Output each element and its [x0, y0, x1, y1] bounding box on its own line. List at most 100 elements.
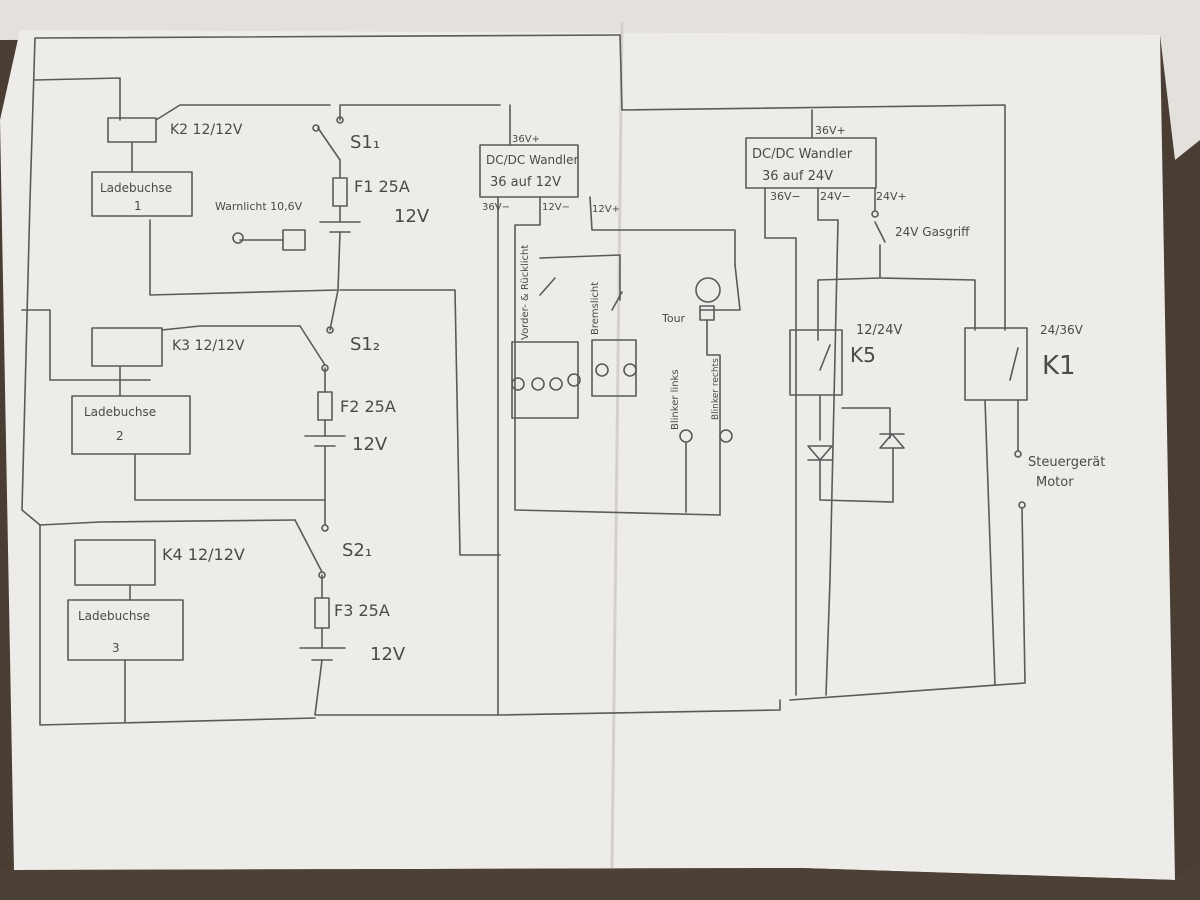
lamp-brake-2 [623, 363, 637, 377]
led-left [807, 445, 833, 461]
converter-24v-24minus: 24V− [820, 190, 851, 203]
charger-1-number: 1 [134, 199, 142, 213]
warning-lamp [232, 232, 244, 244]
relay-k5-label: K5 [850, 343, 876, 367]
blink-right-label: Blinker rechts [711, 358, 721, 420]
charger-2-number: 2 [116, 429, 124, 443]
converter-12v-12minus: 12V− [542, 202, 570, 213]
wire-k4-s21 [39, 519, 296, 526]
throttle-contact [871, 210, 879, 218]
wire-outer-frame [21, 34, 621, 526]
switch-s11-contact [312, 124, 320, 132]
switch-s12-contact-top [326, 326, 334, 334]
wire-k1-down [984, 399, 996, 686]
front-rear-lamp-group [511, 341, 579, 419]
front-rear-label: Vorder- & Rücklicht [520, 245, 531, 340]
wire-battery1-down [149, 219, 341, 296]
relay-k5-contact [819, 344, 831, 371]
relay-k3 [91, 327, 163, 367]
wire-left-ground-k3 [21, 309, 151, 381]
converter-12v-36minus: 36V− [482, 202, 510, 213]
relay-k1-contact [1009, 347, 1019, 381]
wire-ground-left [34, 77, 121, 121]
switch-front-rear [539, 277, 556, 296]
relay-k4 [74, 539, 156, 586]
relay-k2-label: K2 12/12V [170, 122, 243, 138]
charger-3-label: Ladebuchse [78, 609, 150, 623]
charger-1-label: Ladebuchse [100, 181, 172, 195]
paper-fold [610, 21, 624, 869]
wire-bottom-left [39, 524, 316, 726]
switch-s12-blade [299, 325, 326, 366]
relay-k5 [789, 329, 843, 396]
paper-sheet [0, 30, 1175, 880]
switch-s21-label: S2₁ [342, 540, 372, 561]
converter-24v-24plus: 24V+ [876, 190, 907, 203]
wire-top-loop [619, 34, 1006, 331]
wire-conv12-12minus [514, 196, 721, 516]
switch-s21-blade [294, 519, 323, 573]
wire-conv24-36minus [764, 187, 797, 696]
relay-k1-rating: 24/36V [1040, 323, 1084, 337]
throttle-switch [874, 221, 886, 243]
converter-24v-in: 36V+ [815, 124, 846, 137]
lamp-rear-2 [549, 377, 563, 391]
converter-24v-line2: 36 auf 24V [762, 169, 833, 184]
switch-brake [611, 291, 623, 311]
brake-light-label: Bremslicht [590, 282, 601, 335]
wire-k2-s11 [155, 104, 331, 121]
wire-leds-bottom [819, 447, 894, 503]
wire-conv12-12plus [589, 196, 736, 266]
switch-s21-contact-top [321, 524, 329, 532]
blink-left-label: Blinker links [670, 369, 681, 430]
battery-3-voltage: 12V [370, 644, 406, 665]
wire-battery2-down [134, 445, 326, 501]
fuse-f2-label: F2 25A [340, 397, 396, 416]
wire-mid-right [339, 289, 501, 556]
switch-s11-label: S1₁ [350, 132, 380, 153]
fuse-f1-label: F1 25A [354, 177, 410, 196]
led-right [879, 433, 905, 449]
wire-throttle-k1 [879, 277, 976, 331]
table-surface [0, 860, 1200, 900]
relay-k1 [964, 327, 1028, 401]
battery-1-voltage: 12V [394, 206, 430, 227]
wire-k3-s12 [161, 325, 301, 331]
converter-12v-in: 36V+ [512, 134, 540, 145]
controller-label-2: Motor [1036, 475, 1074, 490]
charger-2-box [71, 395, 191, 455]
relay-k1-label: K1 [1042, 351, 1076, 381]
horn-symbol [695, 277, 721, 303]
converter-12v-12plus: 12V+ [592, 204, 620, 215]
fuse-f3-label: F3 25A [334, 601, 390, 620]
battery-2-voltage: 12V [352, 434, 388, 455]
converter-24v [745, 137, 877, 189]
wire-k5-led-right [841, 407, 891, 439]
converter-24v-36minus: 36V− [770, 190, 801, 203]
converter-24v-line1: DC/DC Wandler [752, 147, 853, 162]
wire-conv24-24minus [817, 187, 839, 696]
throttle-label: 24V Gasgriff [895, 225, 970, 239]
lamp-rear-3 [567, 373, 581, 387]
wire-s11-top [339, 104, 501, 121]
wire-light-bus [539, 254, 621, 301]
converter-12v-line2: 36 auf 12V [490, 175, 561, 190]
lamp-blink-right [719, 429, 733, 443]
controller-terminal-1 [1014, 450, 1022, 458]
converter-12v-line1: DC/DC Wandler [486, 153, 578, 167]
horn-label: Tour [661, 312, 686, 325]
warning-light-label: Warnlicht 10,6V [215, 200, 303, 213]
relay-k5-rating: 12/24V [856, 323, 902, 338]
wire-bottom-return [314, 659, 781, 716]
wire-controller-return [789, 507, 1026, 701]
relay-k3-label: K3 12/12V [172, 338, 245, 354]
charger-1-box [91, 171, 193, 217]
switch-s11-contact-top [336, 116, 344, 124]
wire-battery1-s12 [329, 289, 339, 331]
background-paper [0, 0, 1200, 160]
converter-12v [479, 144, 579, 198]
charger-2-label: Ladebuchse [84, 405, 156, 419]
charger-3-number: 3 [112, 641, 120, 655]
switch-s12-label: S1₂ [350, 334, 380, 355]
